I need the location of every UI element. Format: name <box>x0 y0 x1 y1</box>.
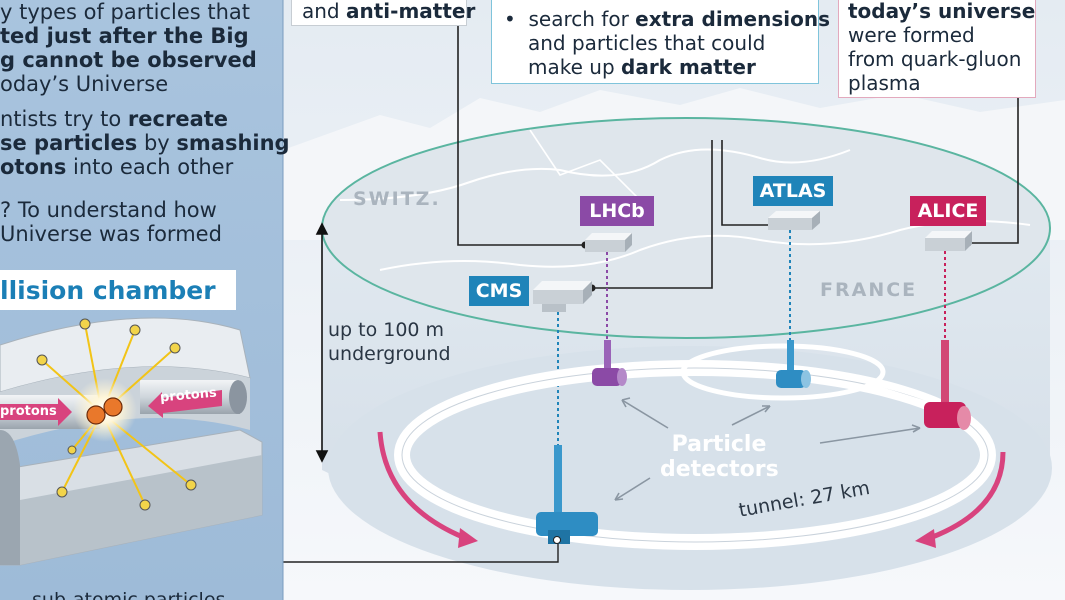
protons-label-left: protons <box>0 404 57 419</box>
border-line <box>379 220 1031 271</box>
connector-alice <box>968 95 1019 244</box>
sps-ring <box>680 343 886 401</box>
detector-label-atlas: ATLAS <box>753 176 833 206</box>
intro-line-2: ted just after the Big <box>0 24 249 48</box>
detector-lhcb-underground <box>592 368 627 386</box>
detector-label-cms: CMS <box>469 276 529 306</box>
intro-line-7: otons into each other <box>0 155 234 179</box>
depth-label: up to 100 m underground <box>328 318 451 366</box>
info-box-atlas-cms-line-3: make up dark matter <box>528 55 756 79</box>
info-box-alice-line-2: were formed <box>848 23 975 47</box>
intro-line-3: g cannot be observed <box>0 48 257 72</box>
detector-alice-underground <box>924 402 971 430</box>
building-atlas <box>768 211 820 230</box>
collision-chamber-illustration <box>0 317 263 566</box>
intro-line-9: Universe was formed <box>0 222 222 246</box>
particle-detectors-label: Particle detectors <box>660 432 779 482</box>
building-alice <box>925 231 972 251</box>
intro-line-4: oday’s Universe <box>0 72 169 96</box>
chamber-title: llision chamber <box>0 276 216 305</box>
info-box-atlas-cms-line-1: • search for extra dimensions <box>504 7 830 31</box>
connector-cms <box>592 140 713 289</box>
info-box-antimatter: and anti-matter <box>291 0 475 26</box>
depth-label-line-2: underground <box>328 343 451 365</box>
particle-detectors-line-1: Particle <box>671 432 767 457</box>
info-box-alice-line-4: plasma <box>848 71 921 95</box>
connector-lhcb <box>457 25 585 246</box>
detector-label-lhcb: LHCb <box>580 196 654 226</box>
country-label-france: FRANCE <box>820 279 918 301</box>
detector-label-alice: ALICE <box>910 196 986 226</box>
lhc-tunnel-ring-edge <box>401 367 989 543</box>
country-label-switzerland: SWITZ. <box>353 188 441 210</box>
intro-line-1: y types of particles that <box>0 0 251 24</box>
detector-atlas-underground <box>776 370 811 388</box>
beam-direction-arrows <box>377 431 1006 541</box>
building-lhcb <box>585 233 632 252</box>
info-box-atlas-cms-line-2: and particles that could <box>528 31 766 55</box>
road-line <box>339 148 851 201</box>
intro-line-5: ntists try to recreate <box>0 107 229 131</box>
info-box-alice: today’s universe were formed from quark-… <box>838 0 1036 98</box>
subatomic-caption: sub-atomic particles <box>32 589 226 600</box>
depth-arrow <box>315 222 329 463</box>
intro-line-6: se particles by smashing <box>0 131 290 155</box>
detector-cms-underground <box>536 512 598 544</box>
building-cms <box>533 281 592 312</box>
info-box-atlas-cms: • search for extra dimensions and partic… <box>491 0 830 84</box>
info-box-alice-line-1: today’s universe <box>848 0 1036 23</box>
road-line-2 <box>529 129 641 201</box>
pointer-arrows <box>614 397 921 501</box>
intro-line-8: ? To understand how <box>0 198 217 222</box>
info-box-alice-line-3: from quark-gluon <box>848 47 1022 71</box>
chamber-title-box <box>0 270 236 310</box>
depth-label-line-1: up to 100 m <box>328 319 445 341</box>
particle-detectors-line-2: detectors <box>660 457 779 482</box>
